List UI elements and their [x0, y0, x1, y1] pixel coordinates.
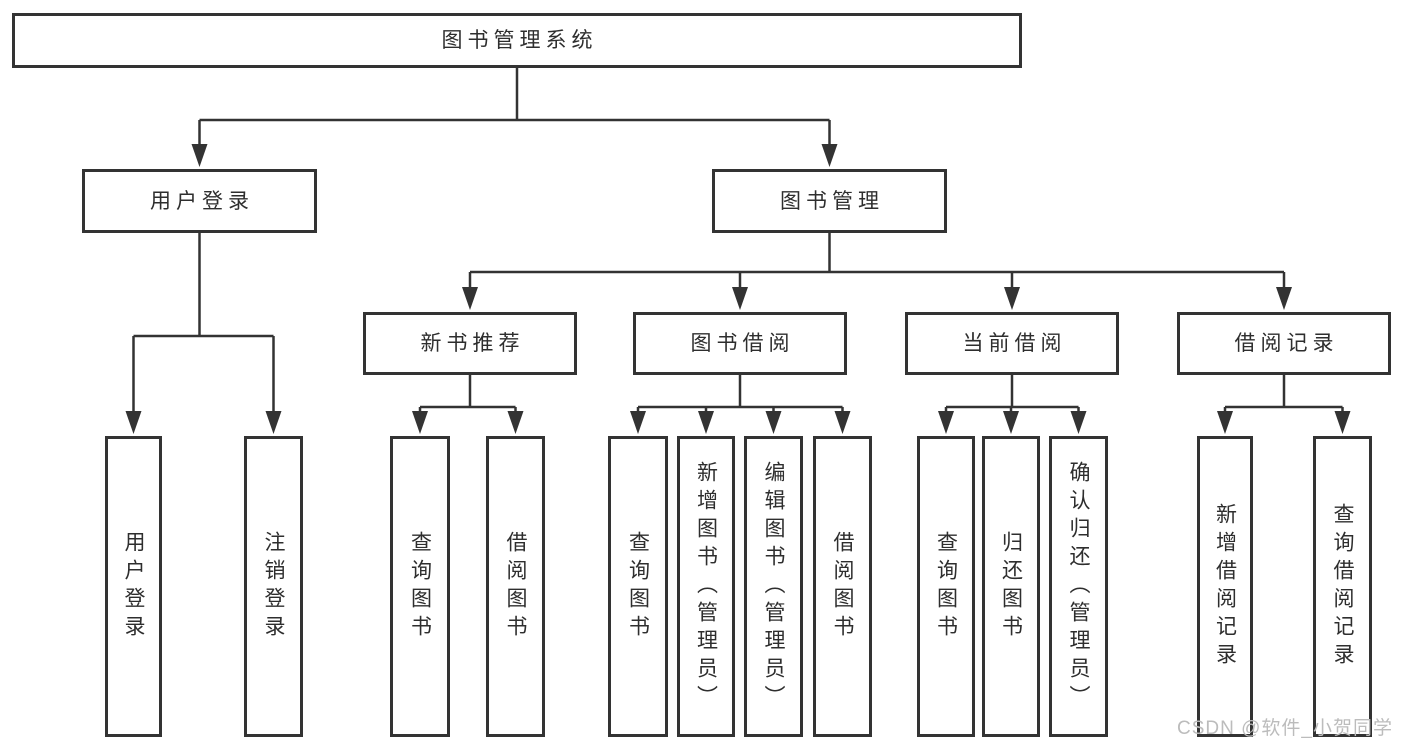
arrowhead-icon [732, 287, 748, 310]
book-management: 图书管理 [712, 169, 947, 233]
leaf-nb-query-books: 查询图书 [390, 436, 450, 737]
arrowhead-icon [821, 144, 838, 167]
arrowhead-icon [191, 144, 208, 167]
arrowhead-icon [265, 411, 282, 434]
new-book-recommendation: 新书推荐 [363, 312, 577, 375]
leaf-bw-query-books: 查询图书 [608, 436, 668, 737]
book-borrowing: 图书借阅 [633, 312, 847, 375]
arrowhead-icon [630, 411, 646, 434]
leaf-cu-confirm-admin: 确认归还（管理员） [1049, 436, 1108, 737]
leaf-nb-borrow-books: 借阅图书 [486, 436, 545, 737]
arrowhead-icon [1334, 411, 1351, 434]
leaf-cu-query-books: 查询图书 [917, 436, 975, 737]
watermark: CSDN @软件_小贺同学 [1177, 718, 1393, 739]
leaf-rc-query-record: 查询借阅记录 [1313, 436, 1372, 737]
arrowhead-icon [1070, 411, 1087, 434]
leaf-bw-borrow-books: 借阅图书 [813, 436, 872, 737]
arrowhead-icon [125, 411, 142, 434]
arrowhead-icon [1217, 411, 1233, 434]
leaf-rc-add-record: 新增借阅记录 [1197, 436, 1253, 737]
arrowhead-icon [1276, 287, 1292, 310]
arrowhead-icon [698, 411, 714, 434]
library-management-system: 图书管理系统 [12, 13, 1022, 68]
arrowhead-icon [1004, 287, 1020, 310]
arrowhead-icon [1003, 411, 1019, 434]
leaf-bw-edit-book-admin: 编辑图书（管理员） [744, 436, 803, 737]
borrowing-records: 借阅记录 [1177, 312, 1391, 375]
leaf-logout: 注销登录 [244, 436, 303, 737]
arrowhead-icon [507, 411, 524, 434]
leaf-user-login: 用户登录 [105, 436, 162, 737]
current-borrowing: 当前借阅 [905, 312, 1119, 375]
leaf-cu-return-books: 归还图书 [982, 436, 1040, 737]
leaf-bw-add-book-admin: 新增图书（管理员） [677, 436, 735, 737]
arrowhead-icon [412, 411, 428, 434]
user-login: 用户登录 [82, 169, 317, 233]
arrowhead-icon [834, 411, 851, 434]
arrowhead-icon [765, 411, 782, 434]
arrowhead-icon [938, 411, 954, 434]
arrowhead-icon [462, 287, 478, 310]
